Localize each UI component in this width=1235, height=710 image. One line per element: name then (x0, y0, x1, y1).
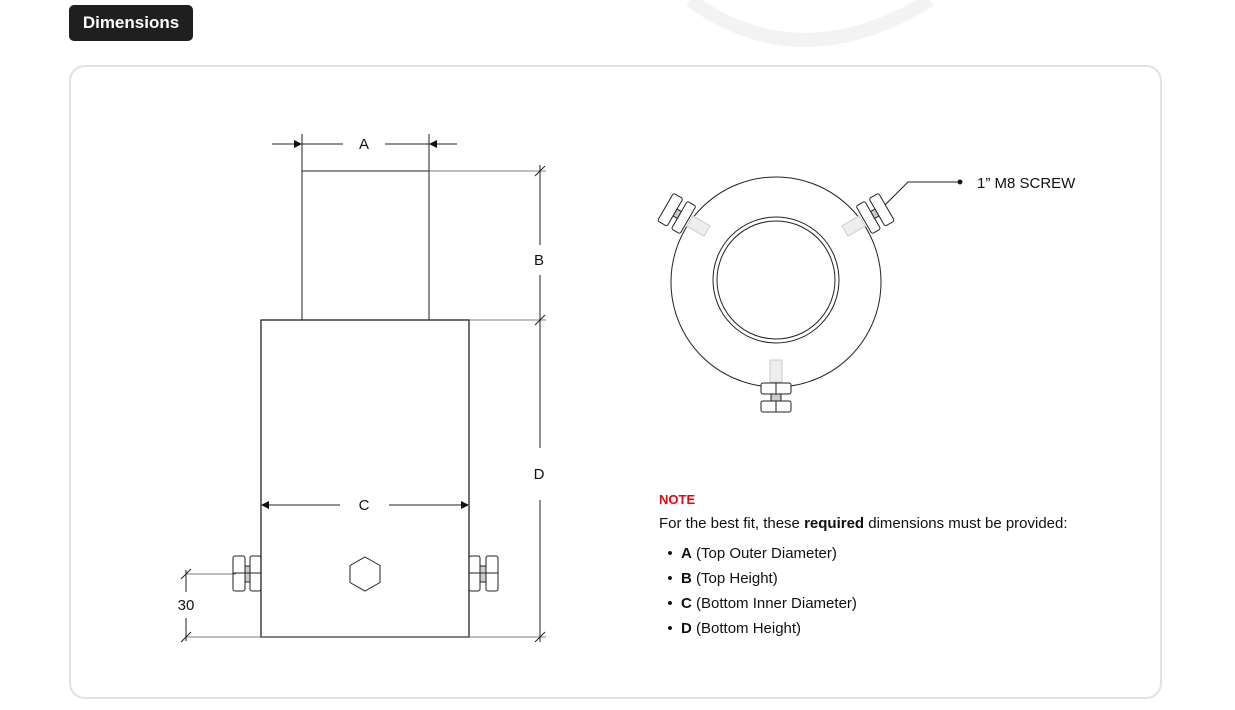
note-heading: NOTE (659, 492, 696, 507)
dimensions-card (69, 65, 1162, 699)
item-desc: (Bottom Inner Diameter) (696, 595, 857, 612)
watermark-arc (685, 0, 934, 47)
screw-top-left (657, 193, 711, 237)
label-a: A (359, 136, 369, 153)
note-text-bold: required (804, 515, 865, 532)
list-item: C (Bottom Inner Diameter) (659, 593, 857, 618)
bottom-section (260, 319, 470, 638)
item-desc: (Top Outer Diameter) (696, 545, 837, 562)
hex-bolt-head (349, 556, 381, 592)
item-key: C (681, 595, 692, 612)
screw-top-right (841, 193, 895, 237)
required-dimensions-list: A (Top Outer Diameter) B (Top Height) C … (659, 543, 857, 643)
side-bolt-left (232, 555, 262, 592)
note-text-before: For the best fit, these (659, 515, 805, 532)
side-view: A B D C 30 (178, 134, 546, 643)
list-item: D (Bottom Height) (659, 618, 857, 643)
top-view: 1” M8 SCREW (657, 175, 1076, 413)
top-section (301, 170, 430, 321)
label-c: C (359, 497, 370, 514)
screw-bottom (760, 359, 792, 413)
side-bolt-right (468, 555, 499, 592)
list-item: B (Top Height) (659, 568, 857, 593)
screw-label: 1” M8 SCREW (977, 175, 1076, 192)
item-desc: (Bottom Height) (696, 620, 802, 637)
section-title-badge: Dimensions (69, 5, 193, 41)
item-key: D (681, 620, 692, 637)
list-item: A (Top Outer Diameter) (659, 543, 857, 568)
item-key: B (681, 570, 692, 587)
label-offset: 30 (178, 597, 195, 614)
label-b: B (534, 252, 544, 269)
label-d: D (534, 466, 545, 483)
item-desc: (Top Height) (696, 570, 778, 587)
note-text-after: dimensions must be provided: (864, 515, 1068, 532)
note-text: For the best fit, these required dimensi… (659, 515, 1068, 532)
item-key: A (681, 545, 692, 562)
